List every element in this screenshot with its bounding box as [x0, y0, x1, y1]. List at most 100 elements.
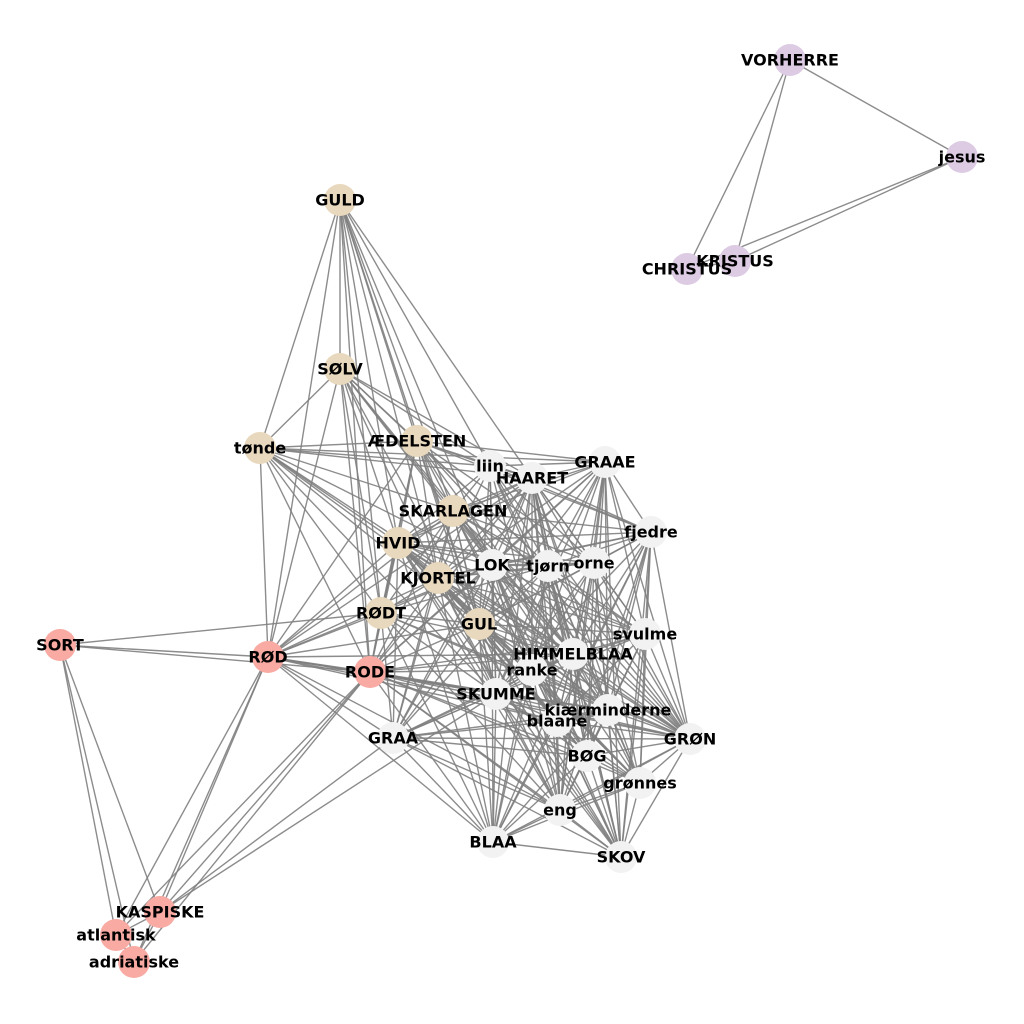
node-kristus	[719, 245, 751, 277]
node-eng	[544, 794, 576, 826]
node-skarlagen	[437, 495, 469, 527]
node-label-jesus: jesus	[938, 148, 986, 167]
node-label-tonde: tønde	[234, 439, 286, 458]
node-circle-svulme	[629, 618, 661, 650]
node-label-gul: GUL	[461, 615, 497, 634]
edge-haaret-gronnes	[531, 477, 641, 784]
edge-vorherre-christus	[686, 59, 791, 270]
node-label-kaspiske: KASPISKE	[116, 903, 205, 922]
edge-svulme-gronnes	[639, 633, 646, 784]
edge-graa-eng	[392, 737, 561, 811]
node-circle-haaret	[516, 462, 548, 494]
node-circle-vorherre	[774, 44, 806, 76]
edge-graa-skov	[392, 737, 622, 858]
node-circle-graa	[377, 722, 409, 754]
edge-aedelsten-tjorn	[416, 440, 549, 567]
edge-tonde-rode	[259, 447, 371, 673]
node-label-blaa: BLAA	[469, 833, 517, 852]
edge-solv-tonde	[259, 368, 341, 449]
node-circle-rode	[354, 656, 386, 688]
edge-kaspiske-graa	[159, 737, 394, 913]
edge-gron-skov	[620, 738, 691, 858]
node-ranke	[516, 654, 548, 686]
edge-gul-graa	[392, 623, 480, 739]
edge-orne-ranke	[531, 562, 595, 671]
node-guld	[324, 184, 356, 216]
edge-skumme-blaa	[492, 693, 497, 843]
node-label-lok: LOK	[474, 556, 510, 575]
edge-haaret-fjedre	[531, 477, 652, 533]
edge-rodt-blaa	[380, 612, 494, 843]
edge-hvid-rod	[267, 542, 399, 658]
node-circle-hvid	[382, 527, 414, 559]
edge-rod-atlantisk	[115, 656, 269, 936]
node-circle-orne	[578, 547, 610, 579]
edge-guld-gul	[339, 199, 480, 625]
edge-aedelsten-graae	[416, 440, 606, 463]
edge-skumme-bog	[495, 693, 588, 757]
edge-kjortel-rod	[267, 577, 439, 658]
node-haaret	[516, 462, 548, 494]
edge-gul-rod	[267, 623, 480, 658]
edge-kiaerminderne-skov	[607, 709, 622, 858]
node-label-christus: CHRISTUS	[642, 260, 732, 279]
node-gronnes	[624, 767, 656, 799]
node-label-hvid: HVID	[375, 534, 420, 553]
node-circle-skarlagen	[437, 495, 469, 527]
node-gul	[463, 608, 495, 640]
edge-gul-blaa	[478, 623, 494, 843]
edge-fjedre-himmelblaa	[572, 531, 652, 655]
node-skov	[605, 841, 637, 873]
node-label-aedelsten: ÆDELSTEN	[368, 432, 467, 451]
edge-liin-graae	[489, 461, 606, 467]
node-rode	[354, 656, 386, 688]
node-graa	[377, 722, 409, 754]
edge-ranke-eng	[531, 669, 561, 811]
node-circle-skov	[605, 841, 637, 873]
edge-tonde-kjortel	[259, 447, 439, 579]
edge-gron-bog	[586, 738, 691, 757]
node-label-kristus: KRISTUS	[696, 252, 774, 271]
node-circle-rod	[252, 641, 284, 673]
edge-svulme-skov	[620, 633, 646, 858]
edge-rode-svulme	[369, 633, 646, 673]
edge-jesus-kristus	[734, 156, 963, 262]
edge-lok-graa	[392, 564, 493, 739]
node-label-graae: GRAAE	[574, 453, 635, 472]
node-circle-blaa	[477, 826, 509, 858]
node-vorherre	[774, 44, 806, 76]
node-circle-gronnes	[624, 767, 656, 799]
node-label-svulme: svulme	[613, 625, 678, 644]
edge-lok-kiaerminderne	[491, 564, 609, 711]
node-circle-bog	[571, 740, 603, 772]
edge-graa-bog	[392, 737, 588, 757]
edge-orne-skumme	[495, 562, 595, 695]
node-circle-sort	[44, 629, 76, 661]
edge-lok-eng	[491, 564, 561, 811]
edge-kjortel-graa	[392, 577, 439, 739]
edge-sort-atlantisk	[59, 644, 117, 936]
node-circle-kjortel	[422, 562, 454, 594]
edge-graa-skumme	[392, 693, 497, 739]
edge-solv-kjortel	[339, 368, 439, 579]
edge-sort-rodt	[59, 612, 382, 646]
node-circle-gron	[674, 723, 706, 755]
edge-ranke-graa	[392, 669, 533, 739]
edge-blaa-skov	[492, 841, 622, 858]
node-label-rode: RODE	[345, 663, 395, 682]
node-circle-fjedre	[635, 516, 667, 548]
node-circle-liin	[474, 450, 506, 482]
node-label-tjorn: tjørn	[526, 557, 569, 576]
edge-guld-rod	[267, 199, 341, 658]
node-label-rod: RØD	[248, 648, 287, 667]
edge-tonde-rodt	[259, 447, 382, 614]
node-circle-kaspiske	[144, 896, 176, 928]
edge-bog-blaa	[492, 755, 588, 843]
node-label-haaret: HAARET	[496, 469, 568, 488]
node-aedelsten	[401, 425, 433, 457]
node-label-atlantisk: atlantisk	[76, 926, 156, 945]
edge-fjedre-skov	[620, 531, 652, 858]
node-orne	[578, 547, 610, 579]
node-kjortel	[422, 562, 454, 594]
edge-graae-svulme	[604, 461, 646, 635]
